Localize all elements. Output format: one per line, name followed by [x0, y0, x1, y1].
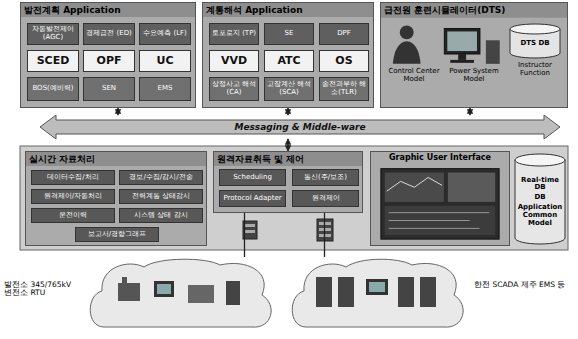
function-box: DPF: [319, 23, 369, 45]
icon-caption: Power System Model: [444, 68, 504, 83]
cloud-shape: [84, 257, 276, 333]
node-text: 운전이력: [59, 212, 87, 220]
function-box: ATC: [264, 50, 314, 72]
function-box: 원격제어/자동처리: [31, 189, 115, 204]
node-text: Scheduling: [233, 174, 272, 182]
connector: [117, 108, 118, 115]
icon-caption: Instructor Function: [504, 62, 566, 77]
function-box: SE: [264, 23, 314, 45]
application-panel: 발전계획 Application 자동발전제어 (AGC) 경제급전 (ED) 수요예…: [20, 2, 196, 108]
node-text: 발전계획 Application: [21, 3, 195, 17]
node-text: OS: [335, 55, 352, 67]
node-text: 통신(주/보조): [304, 174, 347, 182]
database-cylinder: Real-time DBDB Application Common Model: [514, 153, 566, 245]
function-box: 운전이력: [31, 208, 115, 223]
connector: [287, 108, 288, 115]
application-panel: 계통해석 Application 토포로지 (TP) SE DPF VVD ATC OS 상정…: [202, 2, 374, 108]
connector: [287, 139, 288, 151]
node-text: Messaging & Middle-ware: [231, 122, 368, 132]
function-box: 경제급전 (ED): [83, 23, 135, 45]
function-box: 자동발전제어 (AGC): [27, 23, 79, 45]
node-text: 급전원 훈련시뮬레이터(DTS): [381, 3, 567, 17]
function-box: 보고서/경향그래프: [75, 227, 159, 242]
function-box: 송전과부하 해소(TLR): [319, 77, 369, 101]
node-text: 수요예측 (LF): [143, 30, 187, 38]
node-text: SEN: [102, 85, 116, 93]
function-box: BOS(예비력): [27, 77, 79, 101]
function-box: Protocol Adapter: [219, 190, 286, 207]
gui-panel: Graphic User Interface: [370, 151, 510, 246]
node-text: UC: [156, 55, 173, 67]
function-box: 경보/수집/감시/전송: [119, 170, 203, 185]
node-text: 원격자료취득 및 제어: [214, 152, 362, 166]
connector: [244, 213, 245, 257]
node-text: SCED: [37, 55, 70, 67]
function-box: 수요예측 (LF): [139, 23, 191, 45]
node-text: Real-time DB: [516, 177, 564, 193]
node-text: 전력계통 상태감시: [132, 193, 190, 201]
function-box: SCED: [27, 50, 79, 72]
node-text: 원격제어: [312, 195, 340, 203]
node-text: DB: [534, 194, 545, 202]
cloud-shape: [286, 257, 468, 333]
node-text: EMS: [158, 85, 173, 93]
connector: [469, 108, 470, 115]
function-box: 전력계통 상태감시: [119, 189, 203, 204]
function-box: SEN: [83, 77, 135, 101]
function-box: EMS: [139, 77, 191, 101]
function-box: Scheduling: [219, 169, 286, 186]
database-cylinder: DTS DB: [509, 23, 561, 59]
node-text: SE: [285, 30, 294, 38]
node-text: 고장계산 해석(SCA): [266, 81, 312, 97]
node-text: VVD: [221, 55, 247, 67]
middleware-bar: Messaging & Middle-ware: [40, 115, 560, 139]
node-text: 송전과부하 해소(TLR): [321, 81, 367, 97]
function-box: 고장계산 해석(SCA): [264, 77, 314, 101]
system-panel: [20, 146, 568, 250]
network-cloud: 한전 SCADA 제주 EMS 등: [286, 257, 468, 333]
node-text: 계통해석 Application: [203, 3, 373, 17]
function-box: 상정사고 해석(CA): [209, 77, 259, 101]
node-text: 실시간 자료처리: [26, 152, 206, 166]
function-box: 데이터수집/처리: [31, 170, 115, 185]
node-text: 보고서/경향그래프: [88, 231, 146, 239]
function-box: OS: [319, 50, 369, 72]
function-box: UC: [139, 50, 191, 72]
network-cloud: 발전소 345/765kV 변전소 RTU: [84, 257, 276, 333]
subsystem-panel: 원격자료취득 및 제어 Scheduling 통신(주/보조) Protocol Ad…: [213, 151, 363, 213]
node-text: OPF: [97, 55, 122, 67]
node-text: 경보/수집/감시/전송: [129, 174, 192, 182]
node-text: 발전소 345/765kV 변전소 RTU: [4, 281, 78, 298]
node-text: 토포로지 (TP): [212, 30, 256, 38]
function-box: VVD: [209, 50, 259, 72]
function-box: 통신(주/보조): [292, 169, 359, 186]
node-text: 시스템 상태 감시: [134, 212, 187, 220]
screen-illustration: [371, 152, 509, 245]
node-text: Graphic User Interface: [371, 152, 509, 163]
connector: [324, 213, 325, 257]
function-box: OPF: [83, 50, 135, 72]
node-text: DPF: [337, 30, 351, 38]
node-text: 원격제어/자동처리: [44, 193, 102, 201]
function-box: 원격제어: [292, 190, 359, 207]
icon-caption: Control Center Model: [384, 68, 444, 83]
simulator-panel: 급전원 훈련시뮬레이터(DTS) DTS DB: [380, 2, 568, 108]
node-text: 상정사고 해석(CA): [211, 81, 257, 97]
subsystem-panel: 실시간 자료처리데이터수집/처리 경보/수집/감시/전송원격제어/자동처리 전력계통…: [25, 151, 207, 246]
node-text: ATC: [277, 55, 300, 67]
node-text: 데이터수집/처리: [47, 174, 98, 182]
node-text: 자동발전제어 (AGC): [29, 26, 77, 42]
node-text: 한전 SCADA 제주 EMS 등: [474, 281, 570, 289]
function-box: 토포로지 (TP): [209, 23, 259, 45]
node-text: DTS DB: [520, 40, 549, 48]
node-text: 경제급전 (ED): [86, 30, 132, 38]
function-box: 시스템 상태 감시: [119, 208, 203, 223]
node-text: BOS(예비력): [32, 85, 73, 93]
node-text: Protocol Adapter: [223, 195, 281, 203]
node-text: Application Common Model: [516, 204, 564, 227]
